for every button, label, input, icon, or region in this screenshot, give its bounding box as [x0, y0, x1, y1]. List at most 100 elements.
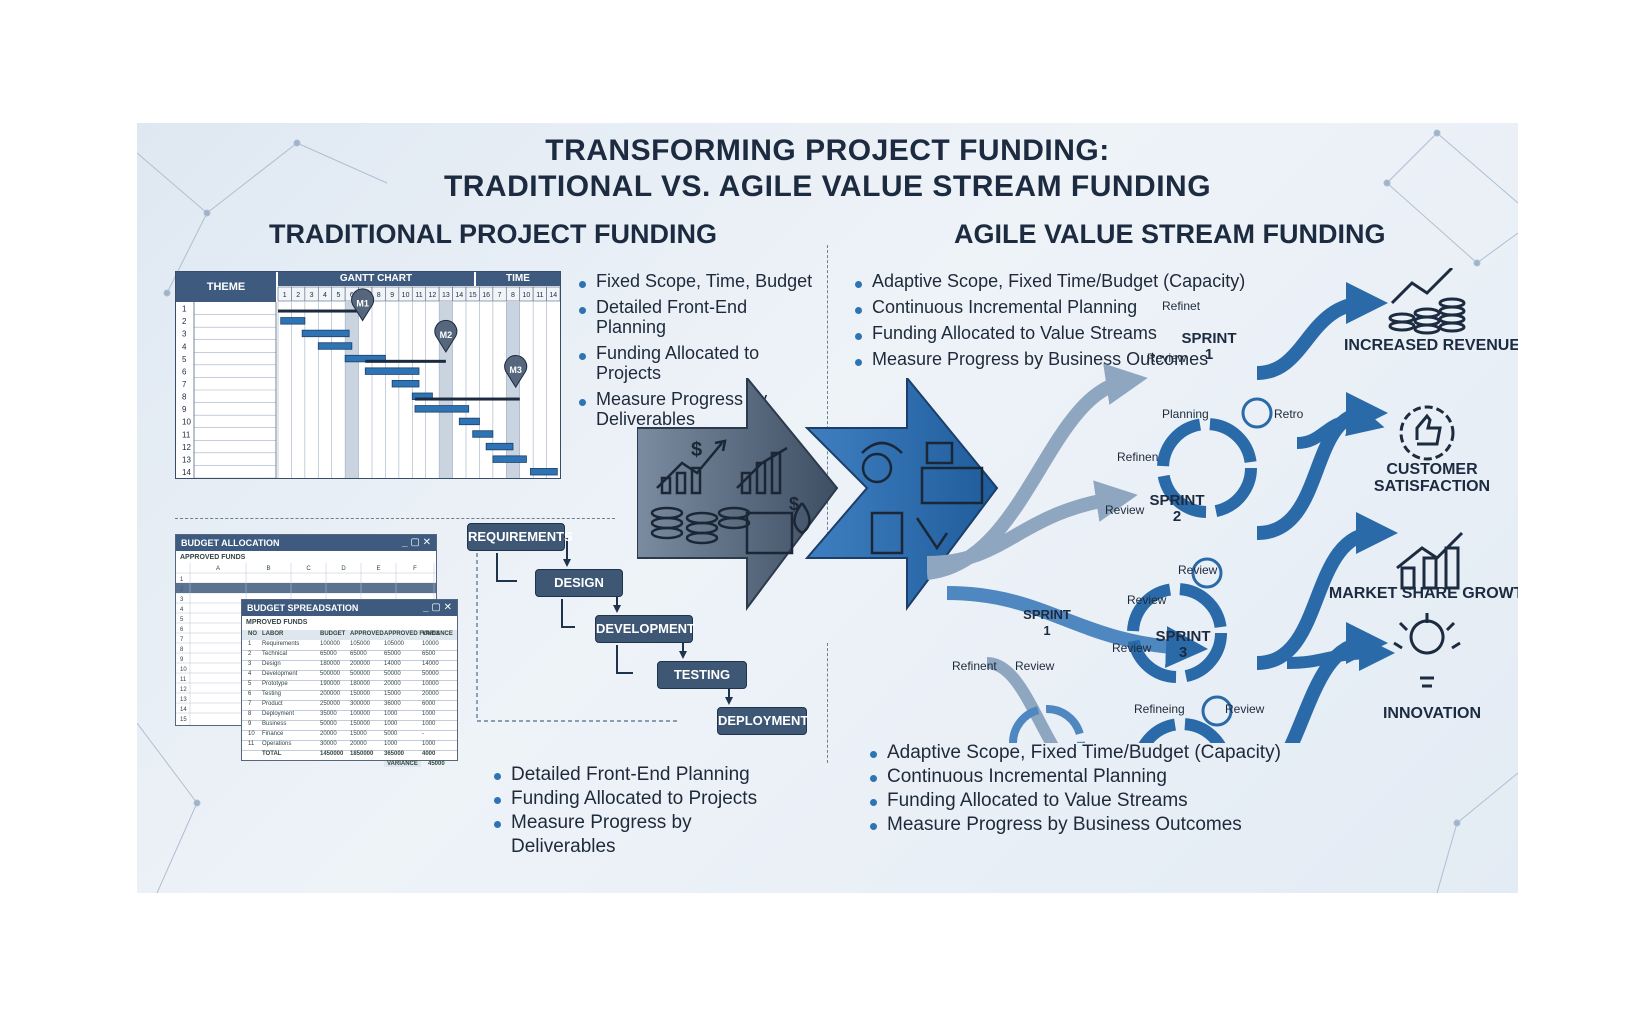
alloc-row-number: 10 [180, 667, 187, 673]
gantt-chart-header: GANTT CHART [278, 272, 474, 286]
outcome-icons [1388, 268, 1466, 688]
coin-cycle-icons [1191, 397, 1273, 727]
section-divider [827, 245, 828, 555]
sprint-step-label: Refinen [1117, 450, 1159, 464]
gantt-col-label: 14 [549, 292, 557, 299]
sprint-cycles [1009, 418, 1257, 743]
spreadsheet-row-line [242, 730, 457, 731]
budget-allocation-subtitle: APPROVED FUNDS [180, 554, 246, 561]
spreadsheet-cell: 1 [248, 641, 252, 647]
gantt-task-bar [301, 329, 350, 338]
spreadsheet-header-cell: NO [248, 631, 257, 637]
spreadsheet-cell: 6000 [422, 701, 436, 707]
spreadsheet-cell: 5000 [384, 731, 398, 737]
outcome-increased-revenue: INCREASED REVENUE [1343, 337, 1518, 354]
spreadsheet-header-cell: LABOR [262, 631, 284, 637]
window-controls-icon[interactable]: _ ▢ ✕ [423, 602, 452, 613]
spreadsheet-cell: 9 [248, 721, 252, 727]
spreadsheet-cell: Technical [262, 651, 288, 657]
spreadsheet-cell: 36000 [384, 701, 401, 707]
alloc-row-number: 14 [180, 707, 187, 713]
spreadsheet-cell: 250000 [320, 701, 341, 707]
window-controls-icon[interactable]: _ ▢ ✕ [402, 537, 431, 548]
agile-bullet: Funding Allocated to Value Streams [855, 323, 1255, 343]
step-deployment: DEPLOYMENT [717, 707, 808, 735]
lightbulb-icon [1420, 676, 1434, 688]
spreadsheet-cell: 500000 [320, 671, 341, 677]
agile-arrow [804, 378, 999, 611]
gantt-time-header: TIME [476, 272, 560, 286]
traditional-bullet: Measure Progress by Deliverables [579, 389, 819, 429]
alloc-col-letter: C [306, 566, 311, 572]
dollar-icon: $ [691, 439, 702, 461]
spreadsheet-total-label: TOTAL [262, 751, 282, 757]
spreadsheet-cell: 200000 [350, 661, 371, 667]
gantt-task-bar [458, 417, 480, 426]
spreadsheet-cell: - [422, 731, 424, 737]
sprint-step-label: Review [1105, 503, 1145, 517]
spreadsheet-cell: 500000 [350, 671, 371, 677]
gantt-row-label: 3 [182, 330, 187, 339]
infographic-panel: TRANSFORMING PROJECT FUNDING: TRADITIONA… [137, 123, 1518, 893]
sprint-step-label: Refinent [952, 659, 997, 673]
gantt-col-label: 7 [498, 292, 502, 299]
alloc-row-number: 13 [180, 697, 187, 703]
spreadsheet-cell: 3 [248, 661, 252, 667]
traditional-bullets: Fixed Scope, Time, Budget Detailed Front… [579, 271, 819, 435]
spreadsheet-row-line [242, 680, 457, 681]
spreadsheet-row-line [242, 670, 457, 671]
gantt-milestone-label: M2 [440, 330, 453, 340]
alloc-col-letter: E [376, 566, 380, 572]
spreadsheet-total-cell: 1850000 [350, 751, 374, 757]
spreadsheet-cell: 180000 [320, 661, 341, 667]
alloc-row-number: 1 [180, 577, 184, 583]
spreadsheet-cell: 6 [248, 691, 252, 697]
spreadsheet-variance-value: 45000 [428, 761, 445, 767]
gantt-col-label: 2 [296, 292, 300, 299]
gantt-row-label: 13 [182, 455, 191, 464]
outcome-customer-satisfaction: CUSTOMER SATISFACTION [1373, 461, 1491, 495]
traditional-bullet: Fixed Scope, Time, Budget [579, 271, 819, 291]
gantt-task-bar [280, 317, 306, 325]
spreadsheet-total-cell: 365000 [384, 751, 405, 757]
gantt-col-cell [546, 286, 560, 302]
spreadsheet-cell: Business [262, 721, 287, 727]
gantt-col-label: 13 [442, 292, 450, 299]
agile-bottom-bullet: Continuous Incremental Planning [870, 765, 1290, 789]
traditional-bullet: Detailed Front-End Planning [579, 297, 819, 337]
gantt-task-bar [414, 405, 470, 413]
gantt-task-bar [485, 442, 514, 451]
growth-chart-icon [1396, 531, 1464, 570]
gantt-shade [345, 302, 359, 478]
alloc-row-number: 11 [180, 677, 187, 683]
spreadsheet-cell: 1000 [422, 741, 436, 747]
spreadsheet-cell: Requirements [262, 641, 300, 647]
trend-up-icon [1390, 268, 1454, 305]
gantt-col-label: 11 [536, 292, 543, 299]
gantt-col-label: 11 [415, 292, 422, 299]
gantt-grid: 1234567891011121314151678101114123456789… [182, 286, 560, 478]
spreadsheet-cell: Operations [262, 741, 292, 747]
spreadsheet-cell: 6500 [422, 651, 436, 657]
sprint-step-label: Review [1147, 351, 1187, 365]
gantt-task-bar [472, 430, 494, 438]
alloc-row-number: 12 [180, 687, 187, 693]
spreadsheet-cell: 50000 [320, 721, 337, 727]
spreadsheet-cell: 105000 [350, 641, 371, 647]
budget-spreadsheet-title: BUDGET SPREADSATION _ ▢ ✕ [242, 600, 457, 616]
gantt-chart: THEME GANTT CHART TIME 12345678910111213… [175, 271, 561, 479]
traditional-heading: TRADITIONAL PROJECT FUNDING [269, 219, 718, 249]
traditional-bottom-bullet: Detailed Front-End Planning [494, 763, 794, 787]
spreadsheet-row-line [242, 750, 457, 751]
section-divider-lower [827, 643, 828, 763]
spreadsheet-cell: 1000 [384, 711, 398, 717]
spreadsheet-row-line [242, 660, 457, 661]
spreadsheet-header-row [242, 630, 457, 640]
gantt-milestone-label: M1 [356, 299, 369, 309]
gantt-task-bar [344, 354, 386, 363]
gantt-shade [506, 302, 520, 478]
spreadsheet-cell: 50000 [422, 671, 439, 677]
spreadsheet-cell: 65000 [350, 651, 367, 657]
spreadsheet-cell: 20000 [422, 691, 439, 697]
